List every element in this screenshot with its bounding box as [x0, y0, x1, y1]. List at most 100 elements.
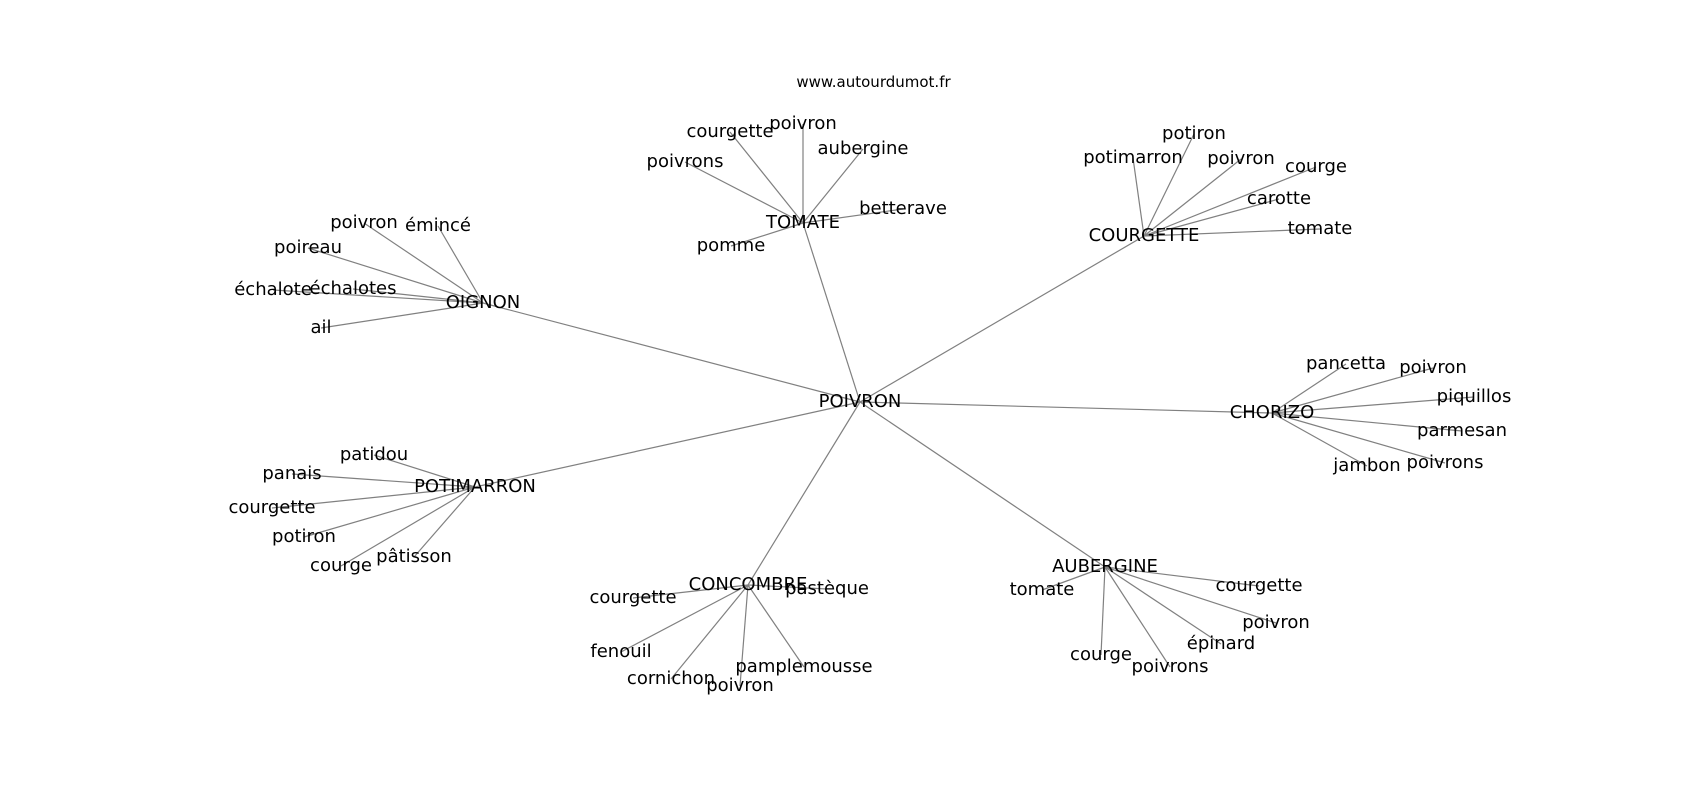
- leaf-node-label-tomate-pomme: pomme: [697, 235, 766, 256]
- center-node-label: POIVRON: [819, 391, 902, 412]
- leaf-node-label-aubergine-poivron: poivron: [1242, 612, 1310, 633]
- leaf-node-label-concombre-courgette: courgette: [589, 587, 676, 608]
- edge-potimarron-panais: [291, 473, 476, 488]
- leaf-node-label-potimarron-courgette: courgette: [228, 497, 315, 518]
- leaf-node-label-oignon-emince: émincé: [405, 215, 471, 236]
- leaf-node-label-concombre-fenouil: fenouil: [590, 641, 651, 662]
- leaf-node-label-oignon-ail: ail: [310, 317, 331, 338]
- leaf-node-label-chorizo-parmesan: parmesan: [1417, 420, 1507, 441]
- leaf-node-label-oignon-echalote: échalote: [234, 279, 312, 300]
- edge-aubergine-tomate: [1041, 566, 1106, 591]
- edge-center-aubergine: [859, 401, 1106, 568]
- edge-courgette-tomate: [1143, 228, 1321, 237]
- edge-center-oignon: [482, 302, 861, 403]
- leaf-node-label-tomate-poivron: poivron: [769, 113, 837, 134]
- leaf-node-label-aubergine-courge: courge: [1070, 644, 1132, 665]
- edge-center-tomate: [802, 222, 861, 403]
- edge-potimarron-patidou: [373, 454, 476, 488]
- edge-oignon-poireau: [307, 247, 484, 304]
- leaf-node-label-aubergine-tomate: tomate: [1010, 579, 1075, 600]
- edge-oignon-ail: [320, 302, 484, 329]
- leaf-node-label-courgette-tomate: tomate: [1288, 218, 1353, 239]
- leaf-node-label-tomate-betterave: betterave: [859, 198, 947, 219]
- edge-concombre-pamplemousse: [747, 584, 805, 668]
- edge-chorizo-piquillos: [1271, 396, 1475, 414]
- edge-concombre-poivron: [739, 584, 749, 687]
- leaf-node-label-potimarron-courge: courge: [310, 555, 372, 576]
- leaf-node-label-chorizo-poivrons: poivrons: [1407, 452, 1484, 473]
- edge-tomate-courgette: [729, 131, 804, 224]
- leaf-node-label-concombre-cornichon: cornichon: [627, 668, 715, 689]
- leaf-node-label-oignon-poivron: poivron: [330, 212, 398, 233]
- leaf-node-label-courgette-poivron: poivron: [1207, 148, 1275, 169]
- leaf-node-label-courgette-potimarron: potimarron: [1083, 147, 1183, 168]
- edge-concombre-pasteque: [747, 584, 828, 590]
- edge-concombre-fenouil: [620, 584, 749, 653]
- edge-courgette-carotte: [1143, 198, 1280, 237]
- edge-courgette-potiron: [1143, 133, 1195, 237]
- edge-tomate-pomme: [730, 222, 804, 247]
- leaf-node-label-tomate-poivrons: poivrons: [647, 151, 724, 172]
- graph-edges: [271, 124, 1475, 687]
- edge-oignon-echalote: [272, 289, 484, 304]
- edge-center-concombre: [747, 401, 861, 586]
- edge-center-potimarron: [474, 401, 861, 488]
- edge-center-courgette: [859, 235, 1145, 403]
- edge-aubergine-courge: [1100, 566, 1106, 656]
- edge-aubergine-epinard: [1104, 566, 1222, 645]
- edge-potimarron-courgette: [271, 486, 476, 509]
- leaf-node-label-concombre-poivron: poivron: [706, 675, 774, 696]
- edge-tomate-betterave: [802, 208, 904, 224]
- edge-aubergine-poivrons: [1104, 566, 1171, 668]
- edge-courgette-courge: [1143, 166, 1317, 237]
- hub-node-label-concombre: CONCOMBRE: [689, 574, 808, 595]
- edge-chorizo-jambon: [1271, 412, 1368, 467]
- leaf-node-label-chorizo-pancetta: pancetta: [1306, 353, 1386, 374]
- edge-chorizo-poivron: [1271, 367, 1434, 414]
- leaf-node-label-tomate-aubergine: aubergine: [818, 138, 909, 159]
- leaf-node-label-aubergine-epinard: épinard: [1187, 633, 1255, 654]
- edge-potimarron-patisson: [413, 486, 476, 558]
- edge-chorizo-pancetta: [1271, 363, 1347, 414]
- edge-chorizo-poivrons: [1271, 412, 1446, 464]
- leaf-node-label-concombre-pasteque: pastèque: [785, 578, 869, 599]
- leaf-node-label-chorizo-jambon: jambon: [1332, 455, 1400, 476]
- leaf-node-label-aubergine-courgette: courgette: [1215, 575, 1302, 596]
- leaf-node-label-courgette-carotte: carotte: [1247, 188, 1311, 209]
- edge-courgette-potimarron: [1132, 157, 1145, 237]
- edge-concombre-courgette: [632, 584, 749, 599]
- edge-oignon-emince: [437, 225, 484, 304]
- leaf-node-label-potimarron-potiron: potiron: [272, 526, 336, 547]
- leaf-node-label-oignon-echalotes: échalotes: [310, 278, 397, 299]
- hub-node-label-chorizo: CHORIZO: [1230, 402, 1315, 423]
- hub-node-label-potimarron: POTIMARRON: [414, 476, 536, 497]
- edge-center-chorizo: [859, 401, 1273, 414]
- edge-courgette-poivron: [1143, 158, 1242, 237]
- edge-concombre-cornichon: [670, 584, 749, 680]
- hub-node-label-oignon: OIGNON: [446, 292, 521, 313]
- edge-oignon-echalotes: [352, 288, 484, 304]
- edge-chorizo-parmesan: [1271, 412, 1463, 432]
- leaf-node-label-chorizo-poivron: poivron: [1399, 357, 1467, 378]
- leaf-node-label-potimarron-panais: panais: [262, 463, 321, 484]
- hub-node-label-tomate: TOMATE: [765, 212, 840, 233]
- edge-potimarron-courge: [340, 486, 476, 567]
- graph-labels: POIVRONTOMATEcourgettepoivronauberginepo…: [228, 113, 1511, 696]
- hub-node-label-courgette: COURGETTE: [1089, 225, 1200, 246]
- edge-aubergine-poivron: [1104, 566, 1277, 624]
- hub-node-label-aubergine: AUBERGINE: [1052, 556, 1158, 577]
- leaf-node-label-chorizo-piquillos: piquillos: [1437, 386, 1512, 407]
- edge-tomate-aubergine: [802, 148, 864, 224]
- leaf-node-label-concombre-pamplemousse: pamplemousse: [735, 656, 872, 677]
- leaf-node-label-courgette-potiron: potiron: [1162, 123, 1226, 144]
- leaf-node-label-potimarron-patidou: patidou: [340, 444, 408, 465]
- leaf-node-label-tomate-courgette: courgette: [686, 121, 773, 142]
- leaf-node-label-courgette-courge: courge: [1285, 156, 1347, 177]
- leaf-node-label-oignon-poireau: poireau: [274, 237, 342, 258]
- edge-tomate-poivrons: [684, 161, 804, 224]
- edge-potimarron-potiron: [303, 486, 476, 538]
- leaf-node-label-aubergine-poivrons: poivrons: [1132, 656, 1209, 677]
- site-url-label: www.autourdumot.fr: [796, 73, 951, 91]
- edge-oignon-poivron: [363, 222, 484, 304]
